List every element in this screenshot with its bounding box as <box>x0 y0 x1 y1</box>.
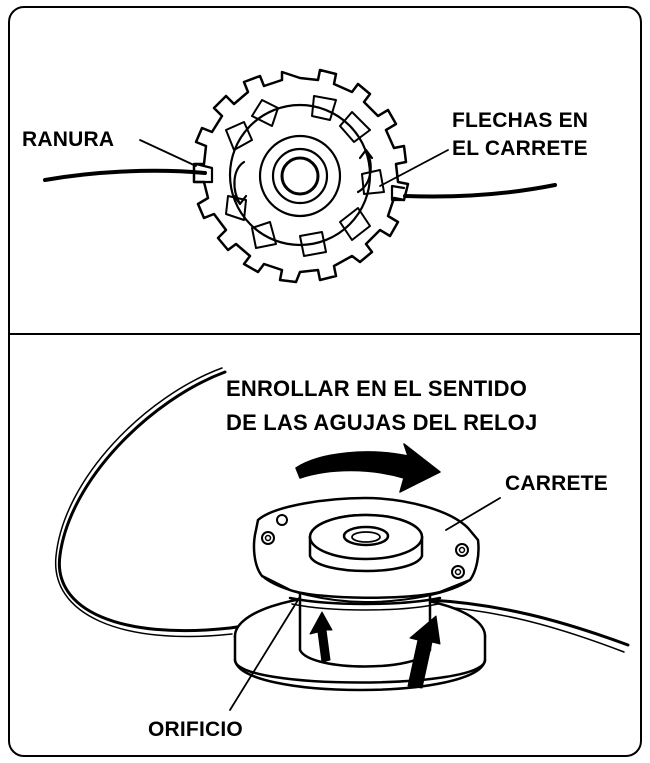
label-flechas-en-el-carrete: FLECHAS EN EL CARRETE <box>452 107 588 163</box>
clockwise-arrow-icon <box>295 443 441 493</box>
label-enrollar: ENROLLAR EN EL SENTIDO DE LAS AGUJAS DEL… <box>226 372 537 440</box>
up-arrow-left <box>309 611 333 663</box>
panel-divider <box>8 333 642 335</box>
up-arrow-right <box>407 615 441 689</box>
spool-arrow-left <box>232 160 248 206</box>
label-ranura: RANURA <box>22 128 115 151</box>
flechas-leader <box>379 149 449 187</box>
slot-left <box>194 162 214 184</box>
carrete-leader <box>445 497 501 531</box>
label-orificio: ORIFICIO <box>148 718 243 741</box>
trimmer-line-right <box>403 183 557 199</box>
slot-right <box>390 184 406 202</box>
trimmer-line-right-bottom <box>428 598 630 647</box>
spool-hub-mid <box>271 147 329 205</box>
orificio-leader <box>229 599 299 711</box>
spool-hub-inner <box>280 156 320 196</box>
ranura-leader <box>139 139 197 167</box>
trimmer-line-left <box>43 168 207 182</box>
spool-hub-hole <box>342 525 390 547</box>
spool-winding-view <box>55 367 630 711</box>
spool-arrow-right <box>356 148 374 194</box>
spool-inner-ring <box>228 103 372 247</box>
figure-frame <box>8 6 642 757</box>
spool-outer-rim <box>192 68 410 284</box>
label-flechas-line1: FLECHAS EN <box>452 109 589 132</box>
label-flechas-line2: EL CARRETE <box>452 137 588 160</box>
label-carrete: CARRETE <box>505 472 608 495</box>
spool-hub-outer <box>258 134 342 218</box>
label-enrollar-line1: ENROLLAR EN EL SENTIDO <box>226 376 528 401</box>
spool-top-view <box>43 68 557 284</box>
winding-line <box>288 596 442 606</box>
label-enrollar-line2: DE LAS AGUJAS DEL RELOJ <box>226 410 538 435</box>
